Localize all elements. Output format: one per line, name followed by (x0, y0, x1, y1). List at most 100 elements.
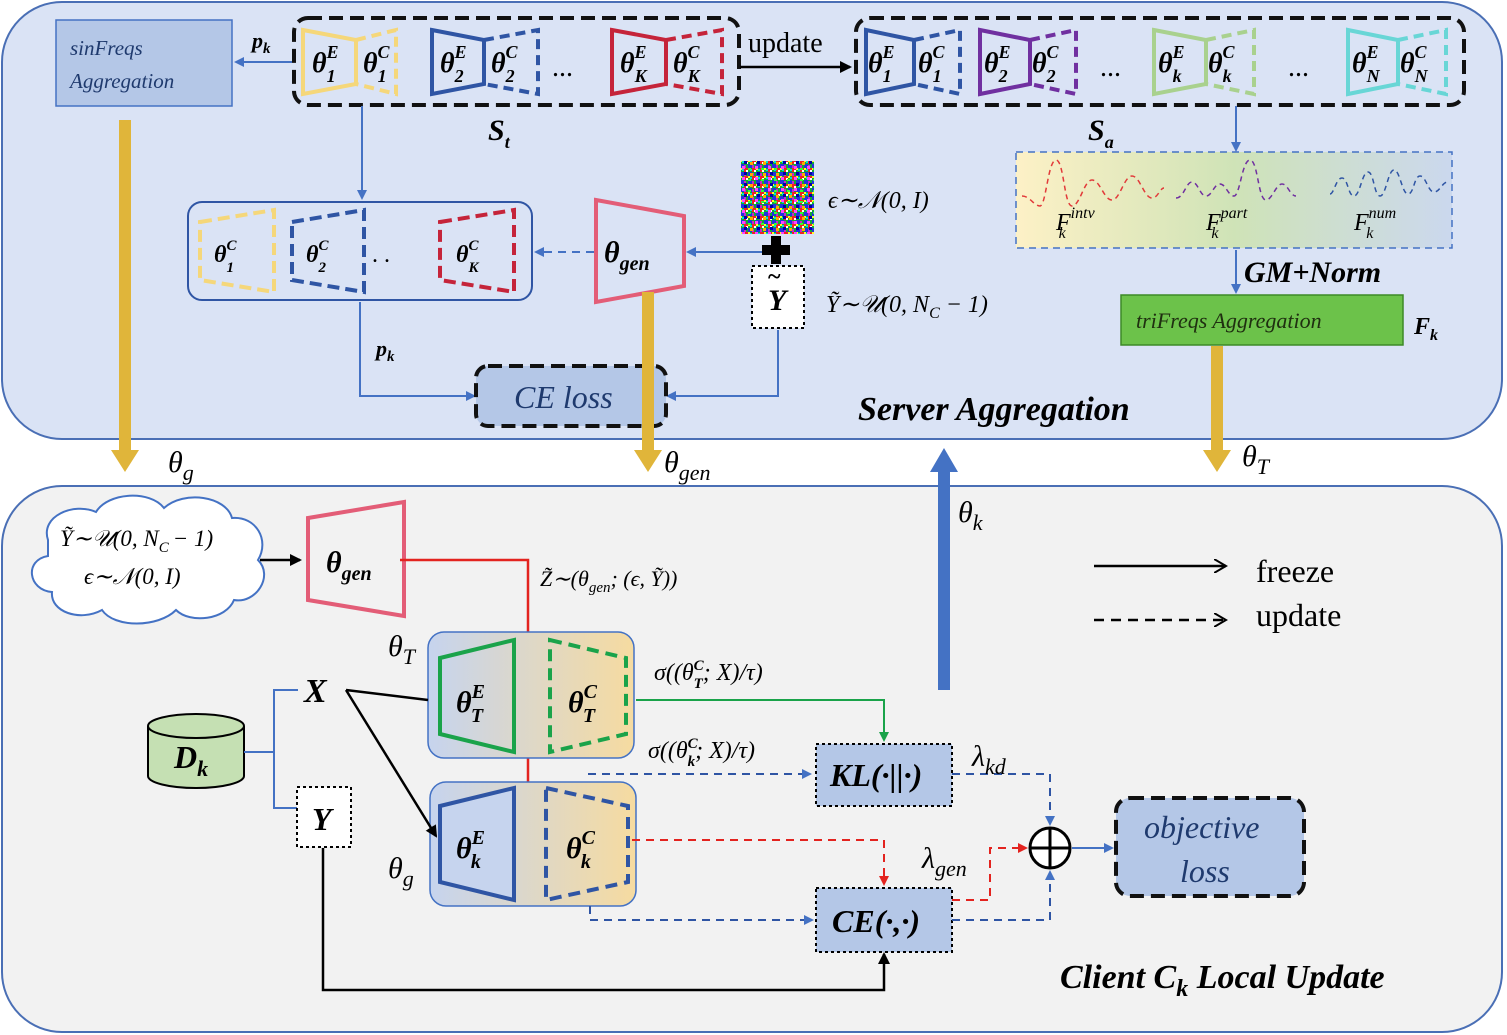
svg-text:θgen: θgen (604, 236, 650, 275)
sinfreqs-label: sinFreqs (70, 36, 143, 60)
theta-T-transfer-label: θ (1242, 440, 1257, 473)
ce-box (815, 887, 953, 953)
lambda-gen-label: λ (921, 842, 935, 875)
svg-text:Ỹ∼𝒰(0, NC− 1): Ỹ∼𝒰(0, NC− 1) (60, 526, 213, 556)
fk-label: F (1413, 314, 1430, 340)
svg-text:λgen: λgen (921, 842, 967, 881)
theta-gen-transfer-label: θ (664, 446, 679, 479)
x-to-student-arrow (344, 689, 438, 838)
svg-text:ϵ∼𝒩(0, I): ϵ∼𝒩(0, I) (84, 564, 181, 589)
ce-label: CE(·,·) (832, 903, 920, 939)
svg-text:θCN: θCN (1400, 42, 1429, 86)
classifiers-to-celoss-line (359, 302, 476, 401)
teacher-to-kl-line (636, 699, 889, 742)
svg-text:θE1: θE1 (312, 42, 339, 86)
svg-text:pk: pk (374, 336, 395, 365)
sa-label: S (1088, 114, 1105, 147)
svg-text:Z̃∼(θgen; (ϵ, Ỹ)): Z̃∼(θgen; (ϵ, Ỹ)) (540, 566, 677, 596)
gm-norm-label: GM+Norm (1244, 256, 1381, 289)
pk-top-label: p (250, 28, 263, 53)
trifreqs-label: triFreqs Aggregation (1136, 308, 1322, 333)
kl-to-sum-line (952, 773, 1055, 826)
gold-arrow-theta-g (111, 120, 139, 472)
svg-text:θE2: θE2 (984, 42, 1011, 86)
objective-loss-box (1114, 796, 1306, 898)
theta-k-transfer-label: θ (958, 496, 973, 529)
gold-arrow-theta-gen (634, 292, 662, 472)
svg-text:θCk: θCk (566, 827, 596, 873)
ytilde-to-celoss-line (666, 330, 779, 401)
svg-text:θE2: θE2 (440, 42, 467, 86)
sa-group (854, 16, 1466, 107)
theta-T-model-label: θ (388, 630, 403, 663)
kl-label: KL(·||·) (829, 757, 922, 793)
svg-text:Sa: Sa (1088, 114, 1114, 152)
kl-box (815, 743, 953, 807)
st-label: S (488, 114, 505, 147)
svg-text:σ((θCT; X)/τ): σ((θCT; X)/τ) (654, 658, 763, 692)
classifier-dots: . . (372, 242, 390, 268)
svg-text:θEk: θEk (1158, 42, 1185, 86)
y-to-ce-line (321, 848, 890, 992)
update-label: update (748, 28, 823, 59)
lambda-kd-label: λ (971, 740, 985, 773)
svg-text:θEk: θEk (456, 827, 485, 873)
ce-to-sum-red-line (952, 843, 1028, 901)
svg-text:θET: θET (456, 681, 485, 727)
ce-to-sum-blue-line (952, 870, 1055, 921)
svg-text:Fk: Fk (1413, 314, 1438, 344)
noise-label-cloud: Ỹ∼𝒰(0, NC− 1) ϵ∼𝒩(0, I) (30, 494, 265, 625)
trifreqs-aggregation-box (1120, 294, 1404, 346)
svg-text:θgen: θgen (664, 446, 711, 485)
svg-text:θE1: θE1 (868, 42, 895, 86)
client-generator: θgen (306, 499, 406, 619)
st-dots: ... (552, 52, 573, 83)
ce-loss-box (474, 364, 668, 428)
svg-text:θgen: θgen (326, 546, 372, 585)
svg-text:θCK: θCK (673, 42, 702, 86)
pk-lower-label: p (374, 336, 387, 361)
svg-text:θT: θT (388, 630, 417, 669)
svg-text:Client Ck Local Update: Client Ck Local Update (1060, 959, 1385, 1002)
y-dist-equation: Ỹ∼𝒰(0, N (826, 292, 931, 318)
y-label: Y (312, 801, 334, 837)
x-label: X (303, 673, 328, 710)
server-aggregation-title: Server Aggregation (858, 391, 1130, 428)
theta-g-model-label: θ (388, 852, 403, 885)
svg-text:θT: θT (1242, 440, 1271, 479)
dataset-cylinder: Dk (147, 713, 245, 789)
sa-dots-2: ... (1288, 52, 1309, 83)
svg-text:θCk: θCk (1208, 42, 1236, 86)
noise-image (741, 161, 814, 234)
legend-freeze-label: freeze (1256, 553, 1334, 589)
svg-text:Ỹ∼𝒰(0, NC− 1): Ỹ∼𝒰(0, NC− 1) (826, 292, 988, 322)
loss-label: loss (1180, 853, 1230, 889)
svg-text:θg: θg (388, 852, 414, 891)
sigma-student-label: σ((θ (648, 738, 688, 764)
sa-dots-1: ... (1100, 52, 1121, 83)
server-generator: θgen (594, 197, 686, 305)
y-box (296, 786, 352, 848)
svg-text:θC2: θC2 (1032, 42, 1060, 86)
objective-label: objective (1144, 809, 1259, 845)
svg-text:θk: θk (958, 496, 984, 535)
svg-text:θC1: θC1 (918, 42, 946, 86)
legend-update-label: update (1256, 597, 1341, 633)
noise-equation: ϵ∼𝒩(0, I) (828, 188, 929, 214)
sinfreqs-aggregation-box: sinFreqs Aggregation (55, 19, 233, 107)
